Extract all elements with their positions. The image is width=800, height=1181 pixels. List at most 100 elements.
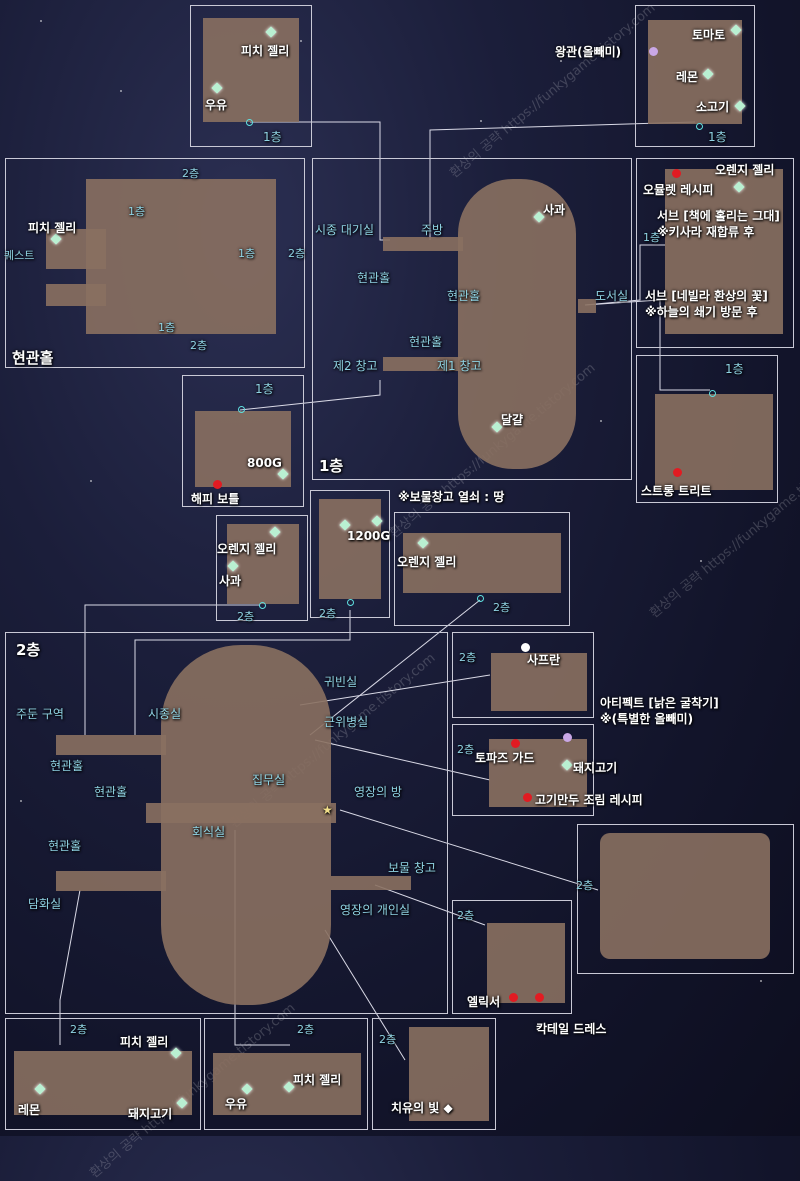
link-label: 2층 — [493, 601, 511, 614]
item-label: 고기만두 조림 레시피 — [535, 793, 643, 807]
item-label: 오뮬렛 레시피 — [643, 183, 714, 197]
room-label: 제1 창고 — [437, 359, 482, 373]
item-label: 레몬 — [676, 70, 699, 84]
link-label: 1층 — [255, 382, 274, 396]
item-label: 스트롱 트리트 — [641, 484, 712, 498]
room-label: 현관홀 — [94, 785, 128, 799]
stair-label: 2층 — [190, 339, 208, 352]
link-label: 2층 — [70, 1023, 88, 1036]
link-label: 1층 — [263, 130, 282, 144]
link-label: 2층 — [319, 607, 337, 620]
panel-sapran: 2층 사프란 — [452, 632, 594, 718]
link-label: 2층 — [459, 651, 477, 664]
link-label: 1층 — [643, 231, 661, 244]
panel-elixir: 2층 엘릭서 — [452, 900, 572, 1014]
item-label: 1200G — [347, 529, 391, 543]
item-label: 칵테일 드레스 — [536, 1022, 607, 1036]
panel-right-mid: 오렌지 젤리 오뮬렛 레시피 서브 [책에 홀리는 그대] ※키사라 재합류 후… — [636, 158, 794, 348]
item-label: 토마토 — [692, 28, 726, 42]
item-label: 우유 — [225, 1097, 248, 1111]
item-label: 달걀 — [501, 413, 524, 427]
link-label: 2층 — [379, 1033, 397, 1046]
item-label: 오렌지 젤리 — [715, 163, 775, 177]
room-label: 현관홀 — [409, 335, 443, 349]
room-label: 도서실 — [595, 289, 629, 303]
room-label: 집무실 — [252, 773, 286, 787]
panel-bottom-1: 2층 피치 젤리 레몬 돼지고기 — [5, 1018, 201, 1130]
room-label: 근위병실 — [324, 715, 369, 729]
item-label: 800G — [247, 456, 282, 470]
item-label: 해피 보틀 — [191, 492, 240, 506]
link-label: 2층 — [237, 610, 255, 623]
panel-treasury-key: 1200G 2층 — [310, 490, 391, 620]
star-icon: ★ — [322, 803, 333, 817]
area-title: 1층 — [319, 457, 344, 475]
quest-label: 서브 [네빌라 환상의 꽃] — [645, 289, 768, 303]
panel-orange-room-2: 오렌지 젤리 2층 — [394, 512, 570, 626]
room-label: 제2 창고 — [333, 359, 378, 373]
item-label: 사과 — [543, 203, 566, 217]
panel-entrance-hall: 2층 1층 2층 1층 1층 2층 퀘스트 피치 젤리 현관홀 — [4, 158, 306, 368]
panel-bottom-2: 2층 피치 젤리 우유 — [204, 1018, 368, 1130]
room-label: 주둔 구역 — [16, 707, 64, 721]
link-label: 2층 — [457, 909, 475, 922]
panel-orange-room: 오렌지 젤리 사과 2층 — [216, 515, 308, 623]
item-label: 돼지고기 — [573, 761, 618, 775]
link-label: 1층 — [708, 130, 727, 144]
panel-top-right: 토마토 레몬 소고기 1층 — [635, 5, 755, 147]
room-label: 현관홀 — [447, 289, 481, 303]
panel-floor-2: 2층 주둔 구역 시종실 귀빈실 근위병실 현관홀 현관홀 집무실 회식실 현관… — [5, 632, 448, 1014]
stair-label: 1층 — [238, 247, 256, 260]
room-label: 영장의 방 — [354, 785, 402, 799]
quest-label: 퀘스트 — [4, 249, 35, 262]
item-label: 사과 — [219, 574, 242, 588]
panel-topaz: 2층 토파즈 가드 돼지고기 고기만두 조림 레시피 — [452, 724, 643, 816]
quest-note: ※하늘의 쇄기 방문 후 — [645, 305, 758, 319]
panel-ritual: 2층 — [576, 824, 794, 974]
link-label: 2층 — [576, 879, 594, 892]
area-title: 현관홀 — [12, 349, 54, 367]
quest-label: 서브 [책에 홀리는 그대] — [657, 209, 780, 223]
panel-top-left: 피치 젤리 우유 1층 — [190, 5, 312, 147]
room-label: 귀빈실 — [324, 675, 358, 689]
item-label: 피치 젤리 — [28, 221, 77, 235]
artifact-label: 아티펙트 [낡은 굴착기] — [600, 696, 719, 710]
room-label: 회식실 — [192, 825, 226, 839]
stair-label: 2층 — [288, 247, 306, 260]
room-label: 보물 창고 — [388, 861, 436, 875]
item-label: 돼지고기 — [128, 1107, 173, 1121]
item-label: 레몬 — [18, 1103, 41, 1117]
panel-street: 1층 스트롱 트리트 — [636, 355, 778, 503]
item-label: 피치 젤리 — [120, 1035, 169, 1049]
stair-label: 1층 — [128, 205, 146, 218]
item-label: 오렌지 젤리 — [217, 542, 277, 556]
item-label: 엘릭서 — [467, 995, 501, 1009]
stair-label: 2층 — [182, 167, 200, 180]
item-label: 피치 젤리 — [293, 1073, 342, 1087]
item-label: 피치 젤리 — [241, 44, 290, 58]
room-label: 영장의 개인실 — [340, 903, 411, 917]
panel-floor-1: 시종 대기실 주방 현관홀 현관홀 현관홀 도서실 제2 창고 제1 창고 사과… — [312, 158, 632, 480]
artifact-note: ※(특별한 올빼미) — [600, 712, 694, 726]
quest-note: ※키사라 재합류 후 — [657, 225, 755, 239]
room-label: 시종실 — [148, 707, 182, 721]
room-label: 현관홀 — [357, 271, 391, 285]
room-label: 시종 대기실 — [315, 223, 375, 237]
panel-happy-room: 1층 800G 해피 보틀 — [182, 375, 304, 507]
room-label: 현관홀 — [50, 759, 84, 773]
room-label: 현관홀 — [48, 839, 82, 853]
link-label: 2층 — [457, 743, 475, 756]
treasury-key-note: ※보물창고 열쇠 : 땅 — [398, 490, 505, 504]
crown-label: 왕관(올빼미) — [555, 45, 622, 59]
link-label: 2층 — [297, 1023, 315, 1036]
item-label: 소고기 — [696, 100, 730, 114]
area-title: 2층 — [16, 641, 41, 659]
panel-bottom-3: 2층 치유의 빛 ◆ — [372, 1018, 496, 1130]
item-label: 우유 — [205, 98, 228, 112]
item-label: 오렌지 젤리 — [397, 555, 457, 569]
item-label: 사프란 — [527, 653, 561, 667]
item-label: 토파즈 가드 — [475, 751, 535, 765]
item-label: 치유의 빛 ◆ — [391, 1101, 453, 1115]
room-label: 담화실 — [28, 897, 62, 911]
link-label: 1층 — [725, 362, 744, 376]
